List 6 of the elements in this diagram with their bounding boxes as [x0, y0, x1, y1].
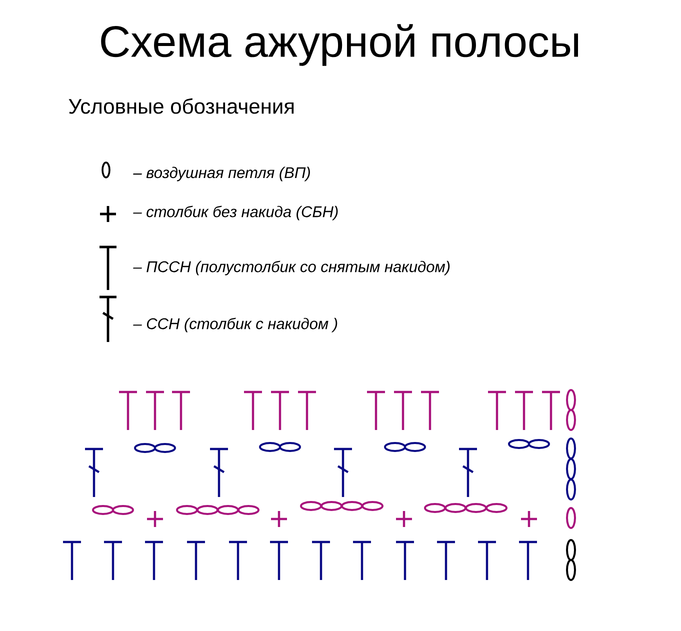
legend-text: – воздушная петля (ВП)	[133, 166, 310, 182]
title: Схема ажурной полосы	[101, 24, 578, 66]
legend-text: – ПССН (полустолбик со снятым накидом)	[133, 260, 450, 276]
legend-text: – столбик без накида (СБН)	[133, 206, 338, 220]
legend-heading: Условные обозначения	[68, 98, 294, 114]
legend-text: – ССН (столбик с накидом )	[133, 318, 338, 332]
